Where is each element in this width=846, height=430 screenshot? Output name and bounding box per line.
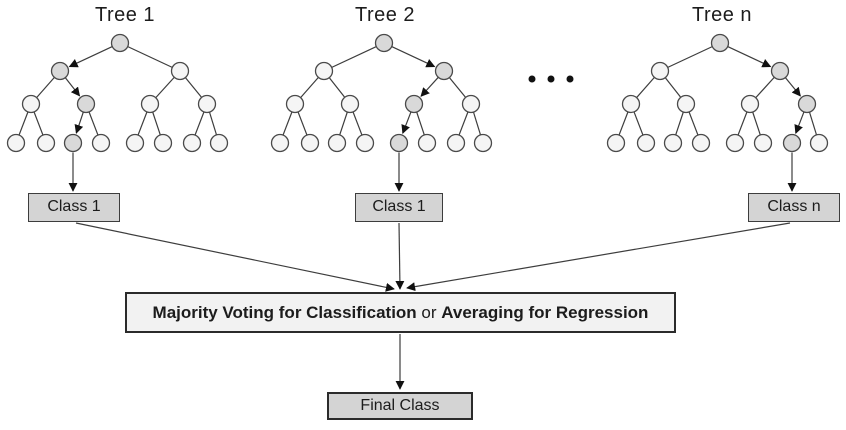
path-arrow — [401, 111, 412, 135]
tree-node-selected — [374, 33, 394, 53]
tree-node — [676, 94, 696, 114]
tree-node-selected — [710, 33, 730, 53]
tree-node — [809, 133, 829, 153]
tree-node-selected — [50, 61, 70, 81]
class-to-aggregator-arrow — [406, 222, 791, 292]
ellipsis-dot — [566, 75, 574, 83]
aggregator-text-or: or — [416, 303, 442, 322]
path-arrow — [74, 111, 84, 134]
tree-node — [125, 133, 145, 153]
ellipsis-dot — [547, 75, 555, 83]
tree-node-selected — [404, 94, 424, 114]
tree-node-selected — [434, 61, 454, 81]
aggregator-text-classification: Majority Voting for Classification — [152, 303, 417, 322]
tree-1-label: Tree 1 — [94, 4, 156, 26]
tree-node — [636, 133, 656, 153]
class-to-aggregator-arrow — [75, 222, 395, 292]
tree-node — [6, 133, 26, 153]
tree-node — [197, 94, 217, 114]
tree-node — [473, 133, 493, 153]
path-arrow — [784, 77, 801, 97]
tree-node — [461, 94, 481, 114]
class-box-tree-1: Class 1 — [28, 193, 120, 222]
tree-node-selected — [63, 133, 83, 153]
tree-node-selected — [782, 133, 802, 153]
tree-edge — [659, 42, 721, 72]
tree-edge — [119, 42, 181, 72]
ellipsis-dot — [528, 75, 536, 83]
tree-n-label: Tree n — [691, 4, 753, 26]
tree-node — [355, 133, 375, 153]
class-to-aggregator-arrow — [395, 222, 405, 290]
tree-node — [140, 94, 160, 114]
aggregator-box: Majority Voting for Classification or Av… — [125, 292, 676, 333]
tree-node — [446, 133, 466, 153]
tree-2-label: Tree 2 — [354, 4, 416, 26]
tree-node-selected — [76, 94, 96, 114]
tree-node — [153, 133, 173, 153]
tree-node — [182, 133, 202, 153]
tree-node — [753, 133, 773, 153]
path-arrow — [727, 46, 772, 68]
tree-node — [340, 94, 360, 114]
tree-node — [300, 133, 320, 153]
tree-node — [285, 94, 305, 114]
tree-node-selected — [770, 61, 790, 81]
final-class-box: Final Class — [327, 392, 473, 420]
tree-node — [650, 61, 670, 81]
tree-node — [36, 133, 56, 153]
tree-node — [663, 133, 683, 153]
tree-node — [21, 94, 41, 114]
aggregator-text-regression: Averaging for Regression — [441, 303, 649, 322]
tree-node — [725, 133, 745, 153]
path-arrow — [420, 76, 439, 97]
tree-node-selected — [110, 33, 130, 53]
tree-node — [606, 133, 626, 153]
tree-node-selected — [797, 94, 817, 114]
tree-node — [691, 133, 711, 153]
tree-node — [209, 133, 229, 153]
path-arrow — [794, 111, 805, 135]
path-arrow — [68, 46, 113, 68]
class-box-tree-2: Class 1 — [355, 193, 443, 222]
tree-node — [417, 133, 437, 153]
path-arrow — [391, 46, 436, 68]
tree-node — [740, 94, 760, 114]
tree-edge — [323, 42, 385, 72]
tree-node — [270, 133, 290, 153]
tree-node — [327, 133, 347, 153]
tree-node-selected — [389, 133, 409, 153]
class-box-tree-n: Class n — [748, 193, 840, 222]
path-arrow — [64, 77, 81, 97]
tree-node — [170, 61, 190, 81]
tree-node — [621, 94, 641, 114]
tree-node — [91, 133, 111, 153]
tree-node — [314, 61, 334, 81]
